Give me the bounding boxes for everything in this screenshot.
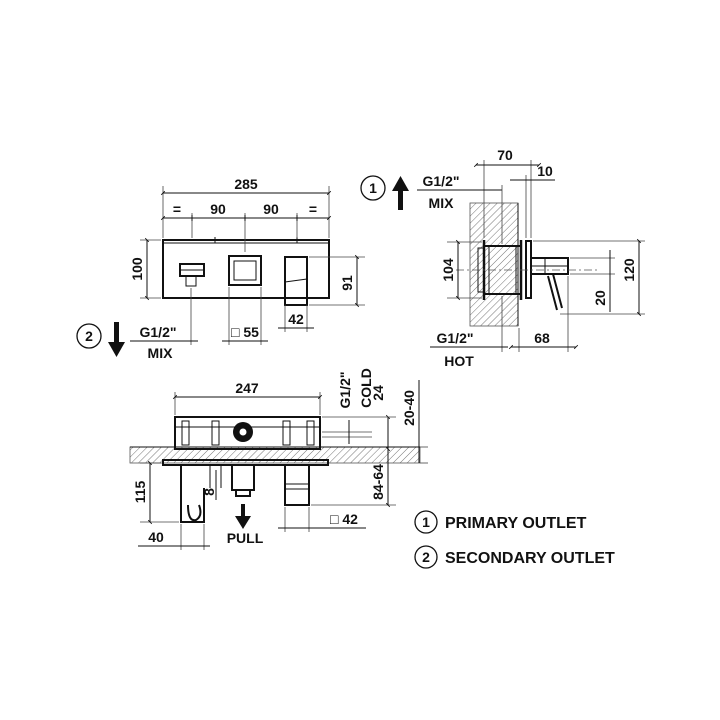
front-outlet-size: 42 bbox=[288, 311, 304, 327]
arrow-up-icon bbox=[392, 176, 409, 210]
svg-text:PRIMARY OUTLET: PRIMARY OUTLET bbox=[445, 515, 587, 532]
front-seg-eq-right: = bbox=[309, 201, 317, 217]
svg-text:SECONDARY OUTLET: SECONDARY OUTLET bbox=[445, 550, 615, 567]
hot-label: HOT bbox=[444, 353, 474, 369]
top-range-20-40: 20-40 bbox=[401, 390, 417, 426]
top-outlet-size: □ 42 bbox=[330, 511, 358, 527]
hot-thread-label: G1/2" bbox=[437, 330, 474, 346]
svg-text:2: 2 bbox=[85, 328, 93, 344]
front-height-right: 91 bbox=[339, 275, 355, 291]
side-height-total: 120 bbox=[621, 258, 637, 282]
side-depth-total: 70 bbox=[497, 147, 513, 163]
front-width-label: 285 bbox=[234, 176, 258, 192]
side-height-body: 104 bbox=[440, 258, 456, 282]
side-view: 70 10 1 G1/2" MIX 104 120 20 G1/2" HOT bbox=[360, 147, 645, 369]
legend-item-primary: 1 PRIMARY OUTLET bbox=[414, 510, 587, 534]
front-plate bbox=[162, 239, 330, 299]
top-range-84-64: 84-64 bbox=[370, 464, 386, 500]
primary-outlet-marker bbox=[360, 175, 386, 201]
legend-item-secondary: 2 SECONDARY OUTLET bbox=[414, 545, 615, 569]
top-view: 247 G1/2" COLD 24 20-40 84-64 115 8 40 bbox=[129, 368, 428, 550]
front-seg-eq-left: = bbox=[173, 201, 181, 217]
front-seg-1: 90 bbox=[210, 201, 226, 217]
legend: 1 PRIMARY OUTLET 2 SECONDARY OUTLET bbox=[414, 510, 615, 569]
svg-text:1: 1 bbox=[369, 180, 377, 196]
mixer-knob bbox=[228, 255, 262, 286]
pull-arrow-icon bbox=[235, 504, 251, 529]
svg-text:1: 1 bbox=[422, 514, 430, 530]
cold-thread-label: G1/2" bbox=[337, 372, 353, 409]
diverter-knob bbox=[179, 263, 205, 287]
top-dim-8: 8 bbox=[201, 488, 217, 496]
front-height-left: 100 bbox=[129, 257, 145, 281]
secondary-outlet-marker bbox=[76, 323, 102, 349]
secondary-mix-label: MIX bbox=[148, 345, 174, 361]
side-projection: 68 bbox=[534, 330, 550, 346]
top-width-label: 247 bbox=[235, 380, 259, 396]
pull-label: PULL bbox=[227, 530, 264, 546]
primary-thread-label: G1/2" bbox=[423, 173, 460, 189]
secondary-thread-label: G1/2" bbox=[140, 324, 177, 340]
top-height-115: 115 bbox=[132, 480, 148, 503]
top-depth-24: 24 bbox=[370, 385, 386, 401]
primary-mix-label: MIX bbox=[429, 195, 455, 211]
cold-label: COLD bbox=[358, 368, 374, 408]
svg-text:2: 2 bbox=[422, 549, 430, 565]
side-wall bbox=[469, 202, 519, 327]
side-handle-offset: 20 bbox=[592, 290, 608, 306]
front-seg-2: 90 bbox=[263, 201, 279, 217]
top-dim-40: 40 bbox=[148, 529, 164, 545]
front-view: 285 = 90 90 = 100 91 42 □ 55 bbox=[76, 176, 365, 361]
side-depth-small: 10 bbox=[537, 163, 553, 179]
arrow-down-icon bbox=[108, 322, 125, 357]
front-knob-size: □ 55 bbox=[231, 324, 259, 340]
